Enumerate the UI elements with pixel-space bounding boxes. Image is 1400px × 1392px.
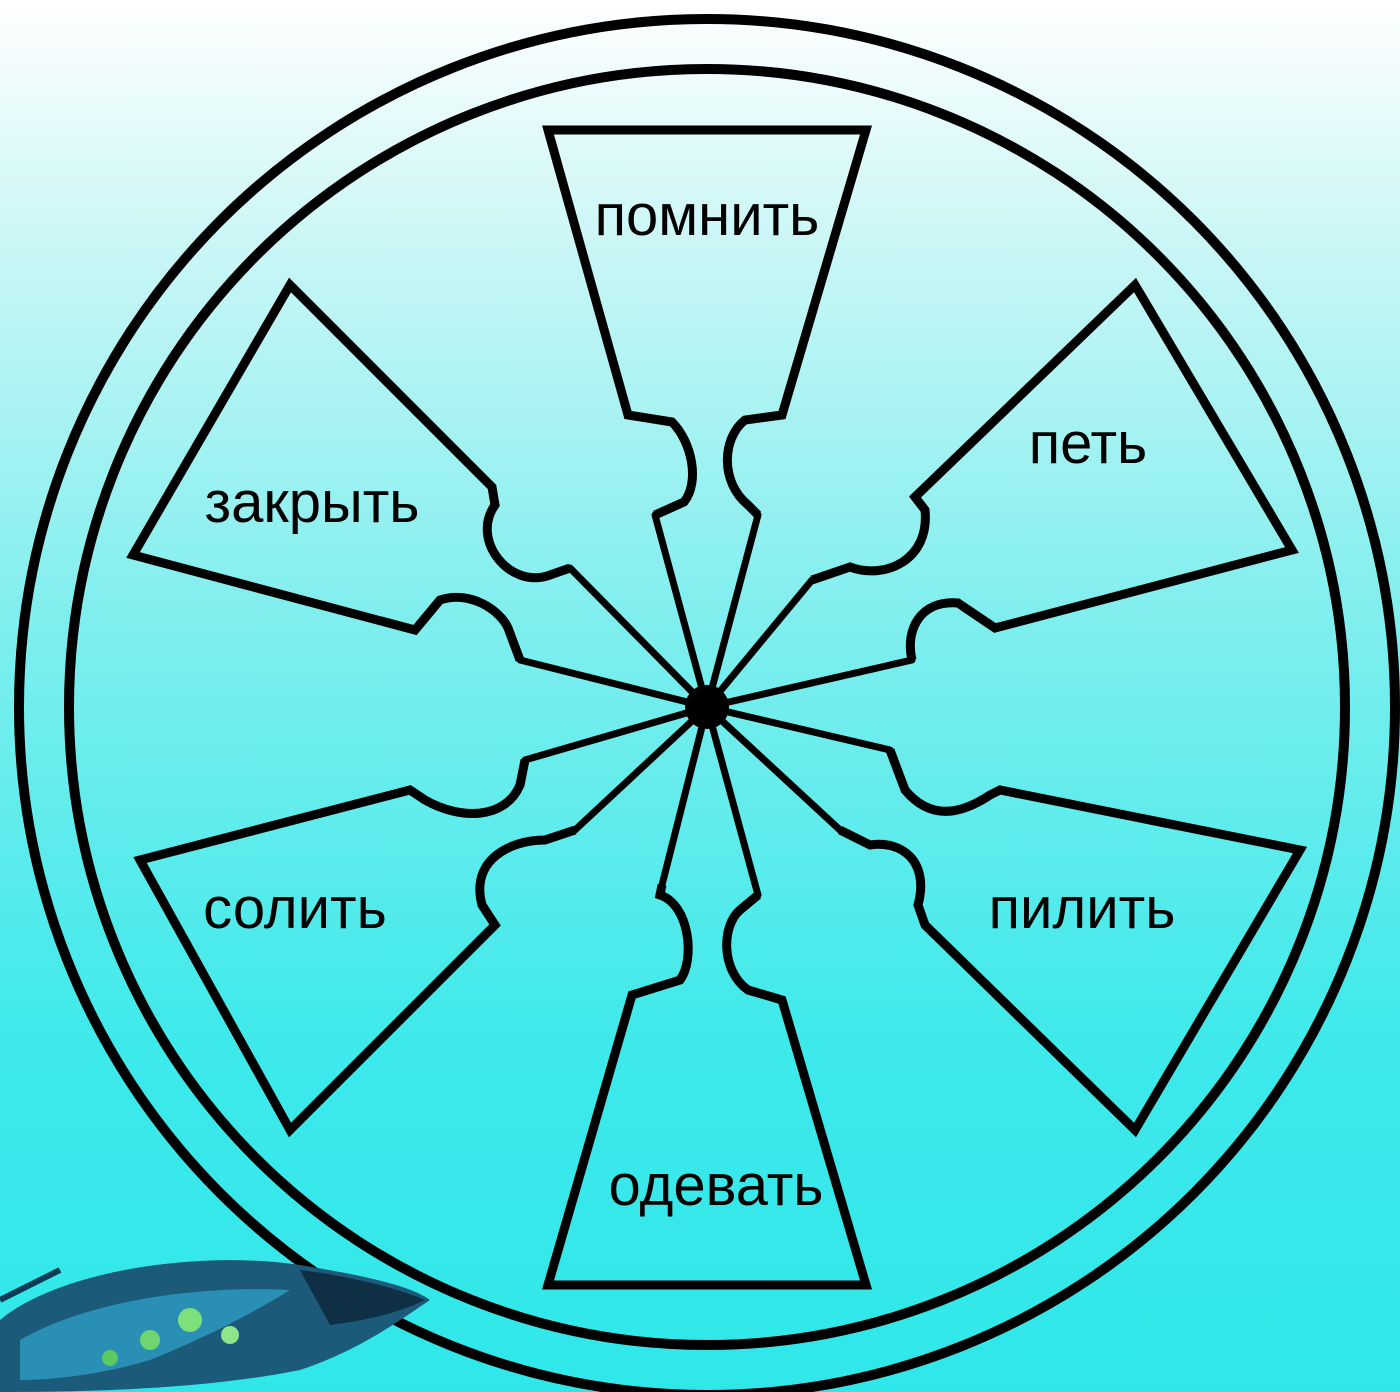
blade-lower-left (140, 760, 575, 1130)
word-top: помнить (595, 187, 820, 245)
blade-bottom (548, 885, 866, 1285)
word-upper-right: петь (1029, 415, 1148, 473)
word-lower-right: пилить (989, 880, 1176, 938)
butterfly-wing-image (0, 1240, 440, 1392)
hub (685, 685, 729, 729)
word-upper-left: закрыть (205, 474, 420, 532)
word-bottom: одевать (608, 1157, 823, 1215)
word-lower-left: солить (203, 880, 387, 938)
